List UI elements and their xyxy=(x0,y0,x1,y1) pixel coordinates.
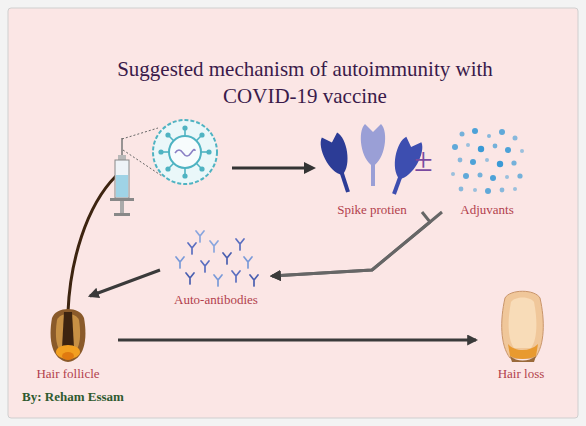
hair-strand xyxy=(68,176,116,312)
hair-follicle-node: Hair follicle xyxy=(18,296,118,382)
adjuvant-dots xyxy=(451,128,524,194)
flow-connector xyxy=(272,212,442,276)
node-label: Spike protien xyxy=(312,202,432,218)
spike-protein-node: Spike protien xyxy=(322,112,422,218)
node-label: Auto-antibodies xyxy=(150,292,282,308)
flow-connector xyxy=(118,339,476,342)
flow-arrow xyxy=(232,167,306,170)
plus-minus-sign: ± xyxy=(414,140,433,179)
adjuvants-node: Adjuvants xyxy=(442,118,532,218)
panel-background xyxy=(8,8,578,418)
flow-connector xyxy=(272,212,430,276)
empty-follicle-icon xyxy=(502,291,544,362)
spike-protein-icon xyxy=(318,124,425,198)
antibody-icons xyxy=(176,231,258,286)
virus-icon xyxy=(153,120,217,184)
author-credit: By: Reham Essam xyxy=(22,389,124,404)
zoom-line xyxy=(122,128,158,139)
syringe-icon xyxy=(110,138,134,216)
antibodies-node: Auto-antibodies xyxy=(160,232,272,308)
node-label: Hair follicle xyxy=(8,366,128,382)
node-label: Adjuvants xyxy=(432,202,542,218)
flow-connector xyxy=(90,270,160,296)
arrow-head xyxy=(304,162,316,174)
diagram-title: Suggested mechanism of autoimmunity with… xyxy=(95,56,515,110)
node-label: Hair loss xyxy=(466,366,576,382)
hair-loss-node: Hair loss xyxy=(476,284,566,382)
hair-follicle-icon xyxy=(51,309,86,362)
